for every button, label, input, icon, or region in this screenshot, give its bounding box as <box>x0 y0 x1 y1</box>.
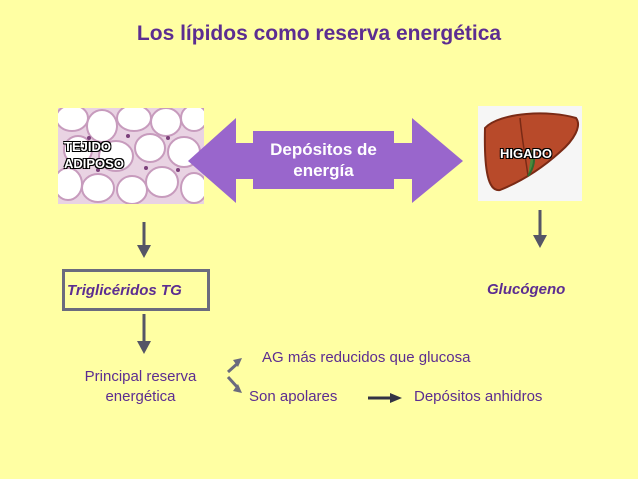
main-reserve-text: Principal reserva energética <box>84 368 197 405</box>
right-arrowhead <box>412 118 463 203</box>
liver-label: HIGADO <box>500 146 552 161</box>
anhydrous-deposits-text: Depósitos anhidros <box>414 388 543 405</box>
left-arrowhead <box>188 118 236 203</box>
branch-arrow-down <box>226 375 240 390</box>
page-title: Los lípidos como reserva energética <box>136 22 502 45</box>
energy-deposits-box: Depósitos de energía <box>253 131 394 189</box>
triglycerides-box: Triglicéridos TG <box>62 269 210 311</box>
adipose-tissue-label: TEJIDO ADIPOSO <box>64 139 124 171</box>
apolar-text: Son apolares <box>249 388 338 405</box>
adipose-tissue-image <box>58 108 204 204</box>
fatty-acids-reduced-text: AG más reducidos que glucosa <box>262 349 471 366</box>
glucogen-label: Glucógeno <box>487 281 566 298</box>
